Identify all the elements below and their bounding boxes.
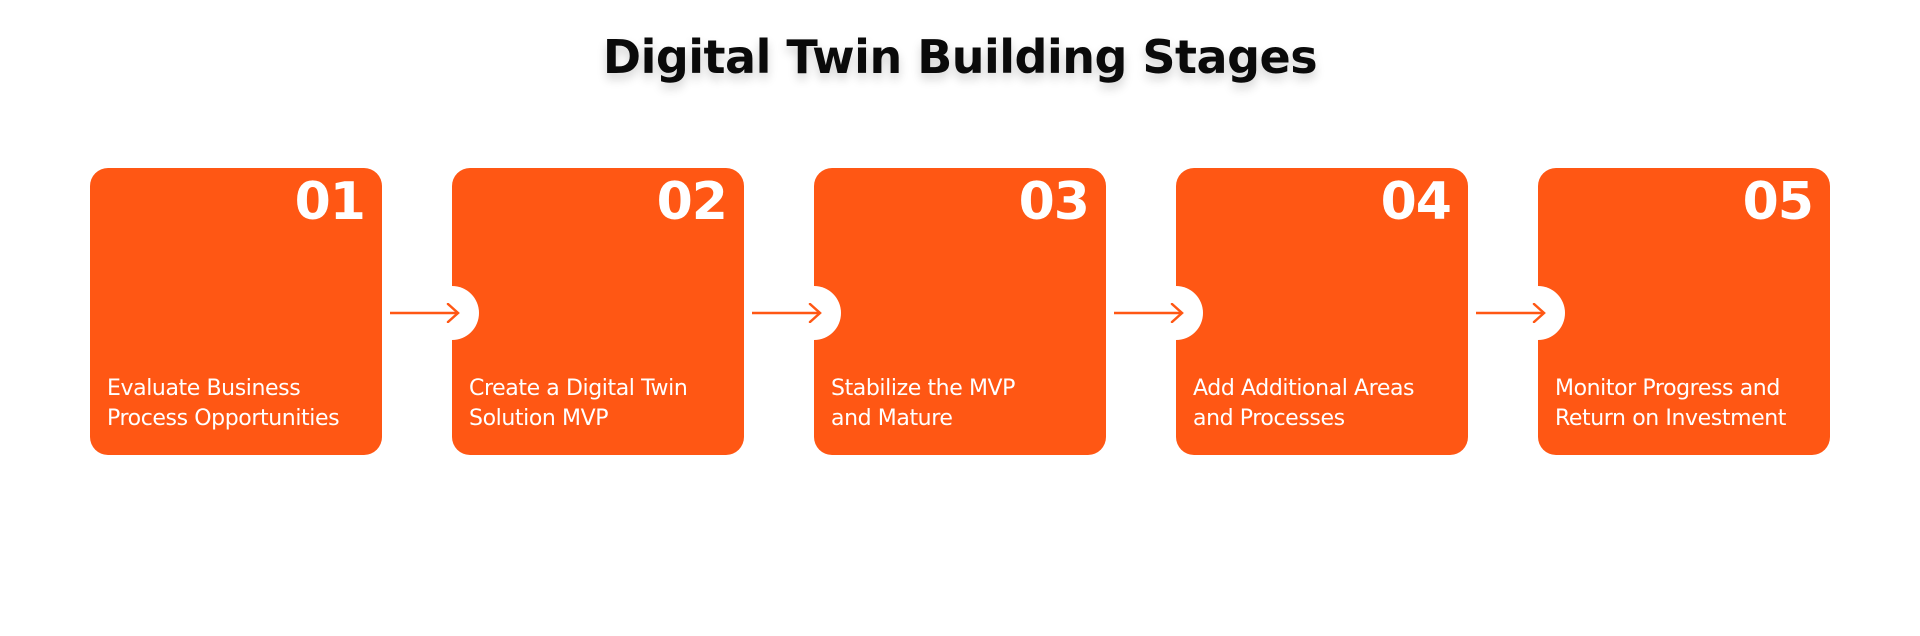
stage-number: 02 [656,172,728,232]
stage-label-line: Stabilize the MVP [831,376,1016,401]
stage-number: 04 [1380,172,1452,232]
stage-label: Add Additional Areas and Processes [1193,374,1473,434]
stage-number: 05 [1742,172,1814,232]
stage-number: 03 [1018,172,1090,232]
stage-card-04 [1176,168,1468,455]
stage-label-line: Monitor Progress and [1555,376,1780,401]
stage-label-line: Solution MVP [469,406,609,431]
stage-label: Stabilize the MVP and Mature [831,374,1111,434]
stage-label: Monitor Progress and Return on Investmen… [1555,374,1835,434]
arrow-right-icon [752,303,822,323]
stage-label-line: Process Opportunities [107,406,340,431]
arrow-right-icon [390,303,460,323]
arrow-right-icon [1476,303,1546,323]
stage-card-05 [1538,168,1830,455]
stage-number: 01 [294,172,366,232]
stage-card-02 [452,168,744,455]
stage-label-line: and Processes [1193,406,1345,431]
stage-label: Evaluate Business Process Opportunities [107,374,387,434]
stage-label-line: Create a Digital Twin [469,376,688,401]
stage-label-line: and Mature [831,406,953,431]
diagram-title: Digital Twin Building Stages [602,30,1318,84]
arrow-right-icon [1114,303,1184,323]
stage-card-01 [90,168,382,455]
stage-label-line: Evaluate Business [107,376,301,401]
stage-label: Create a Digital Twin Solution MVP [469,374,749,434]
stage-label-line: Return on Investment [1555,406,1787,431]
stage-card-03 [814,168,1106,455]
stage-label-line: Add Additional Areas [1193,376,1415,401]
